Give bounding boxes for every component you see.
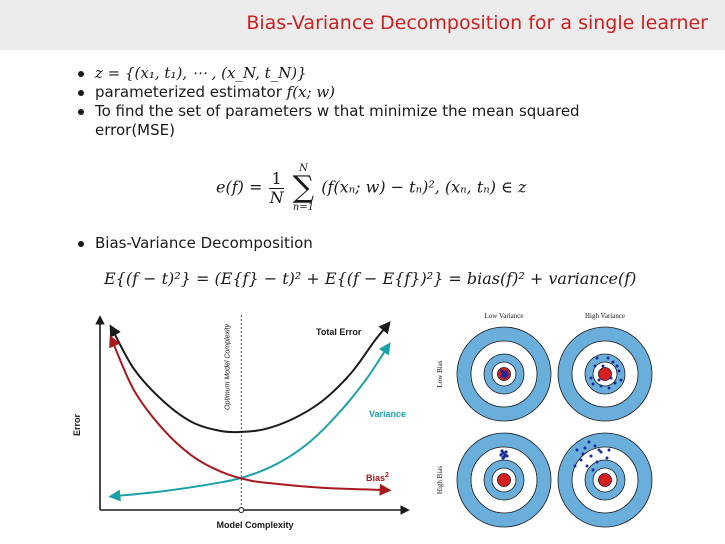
mse-line-2: error(MSE) — [95, 121, 175, 139]
mse-lhs: e(f) = — [216, 177, 263, 197]
bias-line — [109, 335, 392, 496]
bias-variance-targets: Low Variance High Variance Low Bias High… — [436, 312, 653, 528]
row-label-low-bias: Low Bias — [436, 360, 444, 387]
bias-label-text: Bias — [366, 473, 385, 483]
target-low-bias-high-variance — [557, 326, 653, 422]
x-axis-label: Model Complexity — [216, 520, 293, 530]
optimum-marker — [238, 507, 245, 513]
y-axis-label: Error — [72, 414, 82, 437]
target-low-bias-low-variance — [456, 326, 552, 422]
target-high-bias-low-variance — [456, 432, 552, 528]
variance-label: Variance — [369, 409, 406, 419]
optimum-label: Optimum Model Complexity — [224, 324, 231, 410]
estimator-text: parameterized estimator — [95, 83, 287, 101]
bullet-dataset: z = {(x₁, t₁), ⋯ , (x_N, t_N)} — [78, 64, 678, 83]
decomposition-formula: E{(f − t)²} = (E{f} − t)² + E{(f − E{f})… — [104, 269, 637, 288]
mse-frac-den: N — [269, 187, 284, 207]
series-layer — [108, 321, 392, 502]
bullet-decomposition: Bias-Variance Decomposition — [78, 234, 678, 253]
bullet-list-2: Bias-Variance Decomposition — [78, 234, 678, 253]
sum-upper: N — [299, 163, 308, 174]
mse-frac-num: 1 — [269, 168, 284, 189]
row-label-high-bias: High Bias — [436, 466, 444, 494]
title-bar: Bias-Variance Decomposition for a single… — [0, 0, 725, 50]
decomposition-text: Bias-Variance Decomposition — [95, 234, 313, 252]
sum-lower: n=1 — [292, 202, 315, 213]
total-error-label: Total Error — [316, 327, 362, 337]
col-label-low-variance: Low Variance — [485, 312, 524, 320]
mse-line-1: To find the set of parameters w that min… — [95, 102, 580, 120]
mse-body: (f(xₙ; w) − tₙ)², (xₙ, tₙ) ∈ z — [321, 177, 527, 197]
error-chart: Model Complexity Error Optimum Model Com… — [72, 315, 410, 530]
slide-title: Bias-Variance Decomposition for a single… — [246, 12, 708, 34]
estimator-formula: f(x; w) — [286, 83, 336, 101]
bias-label-superscript: 2 — [385, 472, 389, 479]
mse-formula: e(f) = 1 N N ∑ n=1 (f(xₙ; w) − tₙ)², (xₙ… — [216, 163, 526, 213]
mse-fraction: 1 N — [269, 168, 284, 207]
bullet-list: z = {(x₁, t₁), ⋯ , (x_N, t_N)} parameter… — [78, 64, 678, 140]
sum-sign: ∑ — [292, 170, 315, 205]
variance-line — [108, 342, 391, 502]
target-high-bias-high-variance — [557, 432, 653, 528]
bias-label: Bias2 — [366, 472, 389, 483]
mse-sum: N ∑ n=1 — [293, 163, 314, 213]
dataset-formula: z = {(x₁, t₁), ⋯ , (x_N, t_N)} — [95, 64, 307, 82]
bullet-mse: To find the set of parameters w that min… — [78, 102, 678, 140]
bullet-estimator: parameterized estimator f(x; w) — [78, 83, 678, 102]
col-label-high-variance: High Variance — [585, 312, 625, 320]
